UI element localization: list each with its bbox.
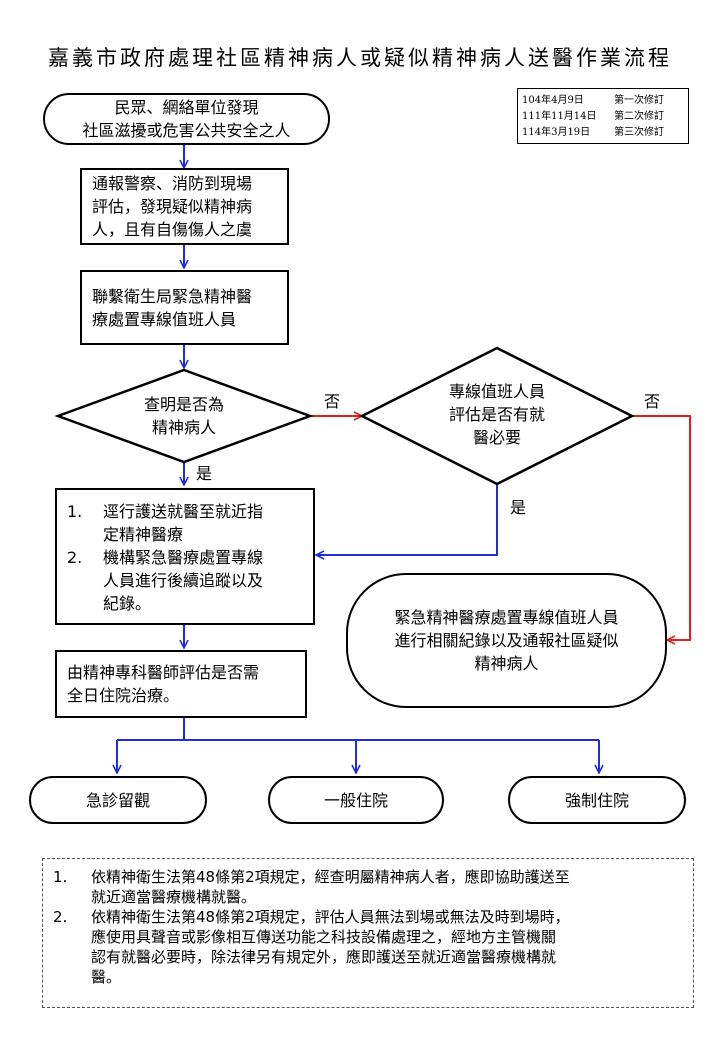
outcome-compulsory-admission: 強制住院: [508, 776, 686, 824]
note-text: 依精神衛生法第48條第2項規定，評估人員無法到場或無法及時到場時， 應使用具聲音…: [91, 908, 570, 986]
start-node-text: 民眾、網絡單位發現 社區滋擾或危害公共安全之人: [82, 98, 291, 140]
decision2-yes-label: 是: [510, 498, 527, 517]
revision-history: 104年4月9日 第一次修訂 111年11月14日 第二次修訂 114年3月19日 第…: [517, 88, 689, 144]
outcome-general-admission-text: 一般住院: [323, 790, 388, 810]
page-title: 嘉義市政府處理社區精神病人或疑似精神病人送醫作業流程: [48, 46, 672, 70]
revision-date: 104年4月9日: [522, 95, 584, 106]
decision2-diamond: [359, 346, 635, 486]
decision1-no-label: 否: [324, 392, 341, 411]
note-number: 2.: [53, 908, 68, 926]
start-node: 民眾、網絡單位發現 社區滋擾或危害公共安全之人: [43, 93, 330, 145]
revision-row: 104年4月9日 第一次修訂: [522, 93, 684, 109]
revision-date: 111年11月14日: [522, 111, 597, 122]
revision-row: 111年11月14日 第二次修訂: [522, 109, 684, 125]
note-item: 1. 依精神衛生法第48條第2項規定，經查明屬精神病人者，應即協助護送至 就近適…: [53, 867, 685, 907]
report-node-text: 通報警察、消防到現場 評估，發現疑似精神病 人，且有自傷傷人之虞: [92, 174, 253, 239]
action-item: 2. 機構緊急醫療處置專線 人員進行後續追蹤以及 紀錄。: [67, 546, 305, 615]
actions-node: 1. 逕行護送就醫至就近指 定精神醫療 2. 機構緊急醫療處置專線 人員進行後續…: [55, 488, 315, 625]
revision-date: 114年3月19日: [522, 127, 591, 138]
note-item: 2. 依精神衛生法第48條第2項規定，評估人員無法到場或無法及時到場時， 應使用…: [53, 907, 685, 987]
decision1-yes-label: 是: [196, 464, 213, 483]
connector-decision2-record: [632, 415, 691, 640]
outcome-compulsory-admission-text: 強制住院: [564, 790, 629, 810]
outcome-er-observation-text: 急診留觀: [85, 790, 150, 810]
action-item-text: 機構緊急醫療處置專線 人員進行後續追蹤以及 紀錄。: [103, 548, 264, 613]
action-item-number: 2.: [67, 548, 83, 567]
outcome-general-admission: 一般住院: [268, 776, 444, 824]
record-node-text: 緊急精神醫療處置專線值班人員 進行相關紀錄以及通報社區疑似 精神病人: [394, 608, 619, 673]
contact-node: 聯繫衛生局緊急精神醫 療處置專線值班人員: [80, 270, 289, 345]
assess-node: 由精神專科醫師評估是否需 全日住院治療。: [55, 650, 307, 718]
record-node: 緊急精神醫療處置專線值班人員 進行相關紀錄以及通報社區疑似 精神病人: [346, 573, 667, 708]
note-number: 1.: [53, 868, 68, 886]
revision-row: 114年3月19日 第三次修訂: [522, 125, 684, 141]
assess-node-text: 由精神專科醫師評估是否需 全日住院治療。: [67, 663, 260, 705]
revision-note: 第一次修訂: [614, 95, 664, 106]
connector-decision2-actions: [316, 485, 498, 555]
action-item-text: 逕行護送就醫至就近指 定精神醫療: [103, 502, 264, 544]
report-node: 通報警察、消防到現場 評估，發現疑似精神病 人，且有自傷傷人之虞: [80, 168, 289, 245]
decision1-text: 查明是否為 精神病人: [143, 395, 224, 437]
decision2-no-label: 否: [644, 392, 661, 411]
revision-note: 第二次修訂: [614, 111, 664, 122]
revision-note: 第三次修訂: [614, 127, 664, 138]
action-item-number: 1.: [67, 502, 83, 521]
decision1-diamond: [54, 368, 314, 464]
note-text: 依精神衛生法第48條第2項規定，經查明屬精神病人者，應即協助護送至 就近適當醫療…: [91, 868, 570, 906]
contact-node-text: 聯繫衛生局緊急精神醫 療處置專線值班人員: [92, 286, 253, 329]
outcome-er-observation: 急診留觀: [29, 776, 207, 824]
action-item: 1. 逕行護送就醫至就近指 定精神醫療: [67, 500, 305, 546]
decision2-text: 專線值班人員 評估是否有就 醫必要: [448, 382, 545, 447]
legal-notes: 1. 依精神衛生法第48條第2項規定，經查明屬精神病人者，應即協助護送至 就近適…: [42, 858, 694, 1008]
